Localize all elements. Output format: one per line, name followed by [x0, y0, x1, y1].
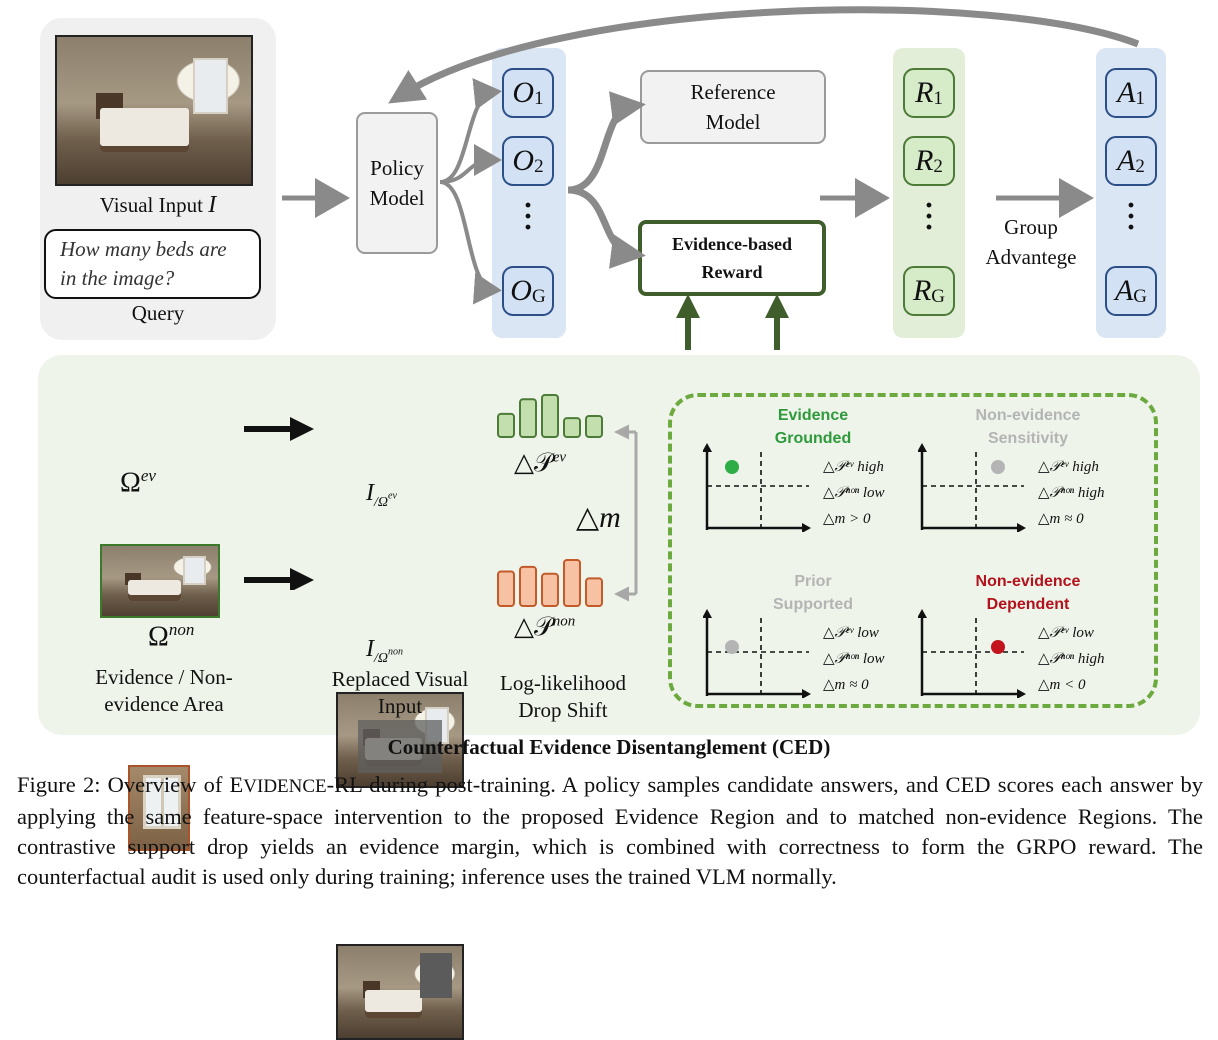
- evidence-grounded-dot: [725, 460, 739, 474]
- delta-p-ev-label: △𝒫ev: [514, 448, 567, 477]
- evidence-based-reward-box: Evidence-based Reward: [638, 220, 826, 296]
- area-label: Evidence / Non-evidence Area: [95, 665, 233, 716]
- evidence-area-image: [100, 544, 220, 618]
- non-evidence-sensitivity-line-2: △𝒫ⁿᵒⁿ high: [1038, 485, 1105, 501]
- prior-supported-dot: [725, 640, 739, 654]
- non-evidence-sensitivity-line-1: △𝒫ᵉᵛ high: [1038, 459, 1099, 475]
- rewards-ellipsis: ···: [923, 189, 934, 244]
- delta-p-non-label: △𝒫non: [514, 612, 576, 641]
- evidence-grounded-title: Evidence Grounded: [774, 407, 852, 447]
- log-likelihood-drop-label: Log-likelihood Drop Shift: [500, 671, 626, 722]
- delta-p-non-bars: [497, 559, 603, 608]
- prior-supported-title: Prior Supported: [773, 573, 853, 613]
- non-evidence-dependent-line-2: △𝒫ⁿᵒⁿ high: [1038, 651, 1105, 667]
- delta-m-bracket: [614, 424, 638, 602]
- group-advantage-label: Group Advantege: [985, 215, 1077, 269]
- omega-non-label: Ωnon: [148, 620, 195, 653]
- evidence-grounded-line-3: △m > 0: [823, 511, 871, 527]
- delta-p-non-bar-1: [497, 570, 515, 607]
- quadrant-panel: [668, 393, 1158, 708]
- non-evidence-sensitivity-title: Non-evidence Sensitivity: [975, 407, 1081, 447]
- non-evidence-sensitivity-axes: [918, 443, 1026, 532]
- reference-model-box: Reference Model: [640, 70, 826, 144]
- non-evidence-dependent-axes: [918, 609, 1026, 698]
- omega-ev-label: Ωev: [120, 466, 156, 499]
- non-evidence-dependent-title: Non-evidence Dependent: [975, 573, 1081, 613]
- prior-supported-axes: [703, 609, 811, 698]
- prior-supported-line-3: △m ≈ 0: [823, 677, 869, 693]
- delta-p-non-bar-4: [563, 559, 581, 607]
- delta-p-ev-bar-4: [563, 417, 581, 438]
- replace-arrows: [244, 417, 314, 590]
- delta-p-non-bar-5: [585, 577, 603, 607]
- policy-model-box: Policy Model: [356, 112, 438, 254]
- delta-p-ev-bar-3: [541, 394, 559, 438]
- replaced-non-label: I/Ωnon: [366, 636, 404, 666]
- non-evidence-sensitivity-line-3: △m ≈ 0: [1038, 511, 1084, 527]
- visual-input-image: [55, 35, 253, 186]
- non-evidence-sensitivity-dot: [991, 460, 1005, 474]
- delta-p-ev-bar-1: [497, 412, 515, 438]
- delta-p-non-bar-3: [541, 572, 559, 608]
- delta-p-ev-bars: [497, 394, 603, 438]
- visual-input-label: Visual Input I: [99, 192, 217, 218]
- prior-supported-line-2: △𝒫ⁿᵒⁿ low: [823, 651, 885, 667]
- non-evidence-dependent-dot: [991, 640, 1005, 654]
- non-evidence-dependent-line-1: △𝒫ᵉᵛ low: [1038, 625, 1094, 641]
- prior-supported-line-1: △𝒫ᵉᵛ low: [823, 625, 879, 641]
- delta-p-ev-bar-2: [519, 398, 537, 438]
- outputs-ellipsis: ···: [522, 189, 533, 244]
- evidence-grounded-axes: [703, 443, 811, 532]
- replaced-ev-label: I/Ωev: [366, 480, 397, 510]
- figure-caption: Figure 2: Overview of EVIDENCE-RL during…: [17, 772, 1203, 889]
- non-evidence-dependent-line-3: △m < 0: [1038, 677, 1086, 693]
- delta-m-label: △m: [576, 501, 621, 534]
- replaced-ev-image: [336, 692, 464, 788]
- non-evidence-area-image: [128, 765, 190, 851]
- replaced-visual-input-label: Replaced Visual Input: [331, 667, 469, 718]
- evidence-grounded-line-2: △𝒫ⁿᵒⁿ low: [823, 485, 885, 501]
- feedback-loop-arrow: [388, 6, 1140, 104]
- delta-p-ev-bar-5: [585, 415, 603, 438]
- query-box: How many beds are in the image?: [44, 229, 261, 299]
- replaced-non-image: [336, 944, 464, 1040]
- ced-panel: [38, 355, 1200, 735]
- ced-title: Counterfactual Evidence Disentanglement …: [387, 735, 831, 759]
- advantages-ellipsis: ···: [1125, 189, 1136, 244]
- evidence-grounded-line-1: △𝒫ᵉᵛ high: [823, 459, 884, 475]
- query-label: Query: [131, 301, 185, 325]
- delta-p-non-bar-2: [519, 565, 537, 607]
- top-arrows: [282, 6, 1140, 350]
